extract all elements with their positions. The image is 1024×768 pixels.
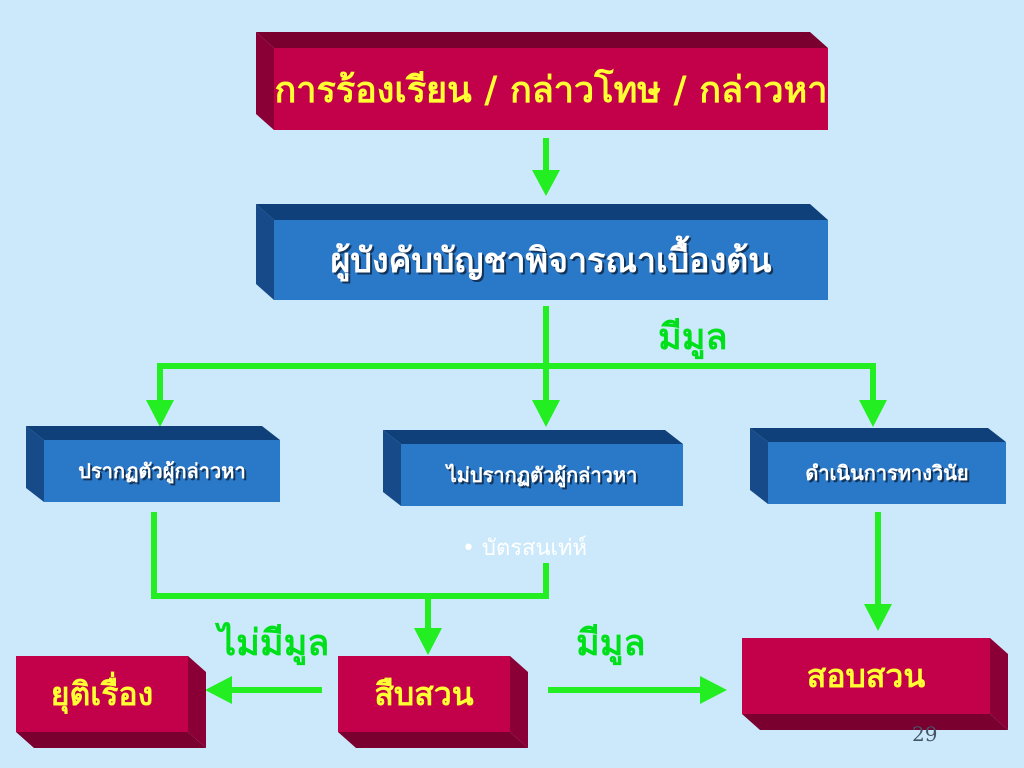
- investigate-label: สืบสวน: [338, 656, 510, 732]
- inquiry-box: สอบสวน: [742, 638, 1008, 730]
- investigate-box: สืบสวน: [338, 656, 528, 748]
- inquiry-label: สอบสวน: [742, 638, 990, 714]
- bullet-dot: •: [462, 536, 482, 561]
- anonymous-letter-text: บัตรสนเท่ห์: [481, 536, 588, 561]
- not-appear-box: ไม่ปรากฏตัวผู้กล่าวหา: [383, 430, 683, 506]
- appear-label: ปรากฏตัวผู้กล่าวหา: [44, 440, 280, 502]
- merge-line: [151, 512, 549, 599]
- not-appear-label: ไม่ปรากฏตัวผู้กล่าวหา: [401, 444, 683, 506]
- complaint-box: การร้องเรียน / กล่าวโทษ / กล่าวหา: [256, 32, 828, 130]
- complaint-label: การร้องเรียน / กล่าวโทษ / กล่าวหา: [274, 48, 828, 130]
- supervisor-box: ผู้บังคับบัญชาพิจารณาเบื้องต้น: [256, 204, 828, 300]
- supervisor-label: ผู้บังคับบัญชาพิจารณาเบื้องต้น: [274, 220, 828, 300]
- end-label: ยุติเรื่อง: [16, 656, 188, 732]
- edge-label-has-grounds-top: มีมูล: [658, 316, 728, 358]
- edge-label-has-grounds-bottom: มีมูล: [576, 622, 646, 664]
- appear-box: ปรากฏตัวผู้กล่าวหา: [26, 426, 280, 502]
- edge-label-no-grounds: ไม่มีมูล: [218, 622, 330, 664]
- discipline-label: ดำเนินการทางวินัย: [768, 442, 1006, 504]
- anonymous-letter-bullet: • บัตรสนเท่ห์: [462, 530, 587, 565]
- page-number: 29: [912, 722, 938, 746]
- end-box: ยุติเรื่อง: [16, 656, 206, 748]
- discipline-box: ดำเนินการทางวินัย: [750, 428, 1006, 504]
